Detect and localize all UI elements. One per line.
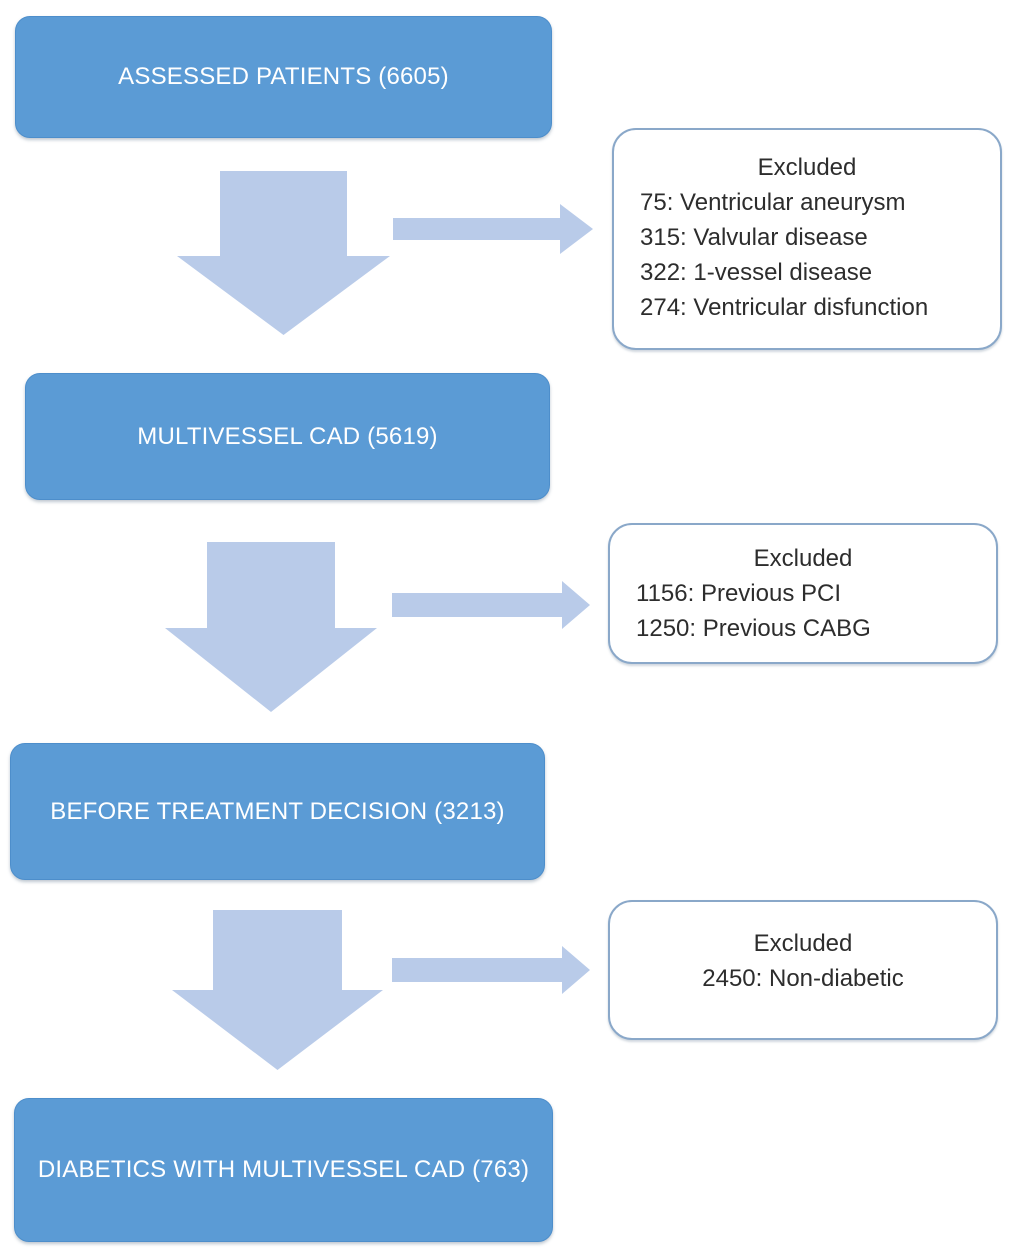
stage-box-before-treatment-decision: BEFORE TREATMENT DECISION (3213) — [10, 743, 545, 880]
stage-box-multivessel-cad: MULTIVESSEL CAD (5619) — [25, 373, 550, 500]
stage-label-multivessel-cad: MULTIVESSEL CAD (5619) — [137, 422, 438, 450]
down-arrow-3 — [172, 910, 383, 1070]
right-arrow-1 — [393, 204, 593, 254]
exclusion-2-item-2: 1250: Previous CABG — [636, 615, 871, 642]
exclusion-3-item-1: 2450: Non-diabetic — [702, 965, 904, 992]
stage-label-assessed-patients: ASSESSED PATIENTS (6605) — [118, 63, 449, 90]
exclusion-2-title: Excluded — [753, 545, 853, 572]
stage-box-assessed-patients: ASSESSED PATIENTS (6605) — [15, 16, 552, 138]
right-arrow-2 — [392, 581, 590, 629]
right-arrow-3 — [392, 946, 590, 994]
exclusion-box-1: Excluded 75: Ventricular aneurysm 315: V… — [612, 128, 1002, 350]
exclusion-3-title: Excluded — [753, 930, 853, 957]
exclusion-1-item-2: 315: Valvular disease — [640, 224, 868, 251]
exclusion-1-item-4: 274: Ventricular disfunction — [640, 294, 929, 321]
exclusion-2-item-1: 1156: Previous PCI — [636, 580, 841, 607]
exclusion-1-item-1: 75: Ventricular aneurysm — [640, 189, 906, 216]
stage-box-diabetics-multivessel-cad: DIABETICS WITH MULTIVESSEL CAD (763) — [14, 1098, 553, 1242]
stage-label-before-treatment-decision: BEFORE TREATMENT DECISION (3213) — [50, 797, 505, 825]
down-arrow-2 — [165, 542, 377, 712]
exclusion-box-3: Excluded 2450: Non-diabetic — [608, 900, 998, 1040]
exclusion-1-item-3: 322: 1-vessel disease — [640, 259, 873, 286]
exclusion-box-2: Excluded 1156: Previous PCI 1250: Previo… — [608, 523, 998, 664]
stage-label-diabetics-multivessel-cad: DIABETICS WITH MULTIVESSEL CAD (763) — [37, 1156, 530, 1183]
down-arrow-1 — [177, 171, 390, 335]
exclusion-1-title: Excluded — [757, 154, 857, 181]
